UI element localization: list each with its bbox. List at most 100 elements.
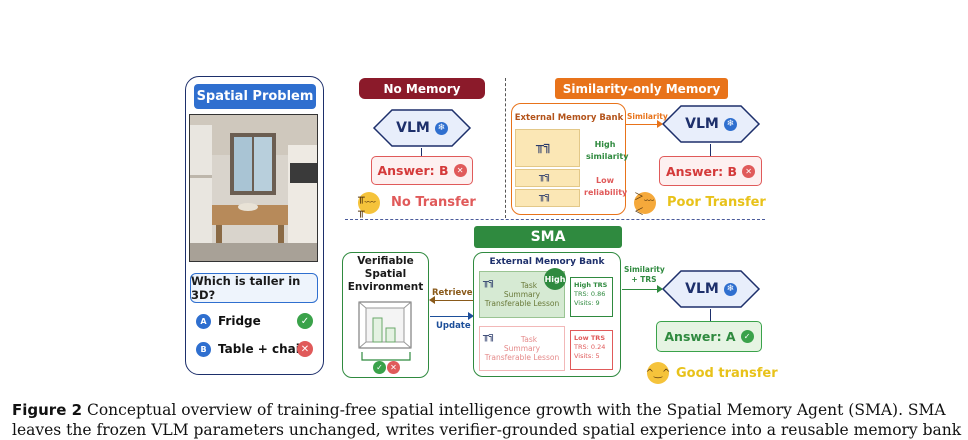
- low-trs-title: Low TRS: [574, 334, 605, 342]
- happy-face-icon: ^‿^: [646, 362, 670, 384]
- low-reliability-label: Low reliability: [584, 176, 628, 197]
- table-chair-icon: ╥╗: [536, 139, 552, 154]
- vlm-label-similarity: VLM ❄: [661, 104, 761, 144]
- caption-text-1: Conceptual overview of training-free spa…: [86, 401, 946, 419]
- vlm-hexagon-no-memory: [372, 109, 472, 147]
- snowflake-icon: ❄: [434, 121, 448, 135]
- divider-vertical: [505, 78, 506, 218]
- answer-text: Answer: A: [664, 329, 736, 344]
- answer-text: Answer: B: [665, 163, 738, 179]
- check-icon: ✓: [297, 313, 313, 329]
- question-text: Which is taller in 3D?: [191, 274, 301, 302]
- trs-label-line: + TRS: [631, 275, 657, 284]
- similarity-label-line: Similarity: [624, 265, 665, 274]
- table-chair-icon: ╥╗: [539, 171, 552, 182]
- card-summary: Summary: [503, 290, 541, 299]
- arrow-head: [429, 296, 435, 304]
- sma-bank-title: External Memory Bank: [489, 257, 605, 267]
- figure-label: Figure 2: [12, 401, 83, 419]
- caption-line-1: Figure 2 Conceptual overview of training…: [12, 400, 962, 420]
- arrow-head: [657, 120, 663, 128]
- caption-text-2: leaves the frozen VLM parameters unchang…: [12, 421, 962, 439]
- memory-card-low: [479, 326, 565, 371]
- low-trs-box: Low TRS TRS: 0.24 Visits: 5: [570, 330, 613, 370]
- snowflake-icon: ❄: [723, 282, 737, 296]
- card-summary: Summary: [503, 344, 541, 353]
- memory-entry-high: [515, 129, 580, 167]
- option-b-badge: B: [196, 342, 211, 357]
- similarity-memory-title: Similarity-only Memory: [555, 78, 728, 99]
- card-lesson: Transferable Lesson: [484, 299, 560, 308]
- option-a-row: A Fridge ✓: [194, 313, 318, 331]
- verify-loop-icon: [361, 352, 411, 361]
- vlm-label-sma: VLM ❄: [661, 269, 761, 309]
- update-label: Update: [436, 321, 471, 331]
- similarity-trs-label: Similarity + TRS: [624, 265, 665, 285]
- answer-text: Answer: B: [377, 163, 449, 178]
- option-b-text: Table + chair: [218, 342, 306, 356]
- card-lesson: Transferable Lesson: [484, 353, 560, 362]
- retrieve-label: Retrieve: [432, 288, 473, 298]
- kitchen-photo: [189, 114, 318, 262]
- arrow-similarity: [626, 124, 662, 125]
- crying-face-icon: ╥﹏╥: [358, 191, 380, 218]
- card-task: Task: [520, 281, 538, 290]
- similarity-arrow-label: Similarity: [627, 112, 668, 121]
- arrow-vlm-to-answer: [710, 309, 711, 321]
- high-trs-score: TRS: 0.86: [574, 290, 606, 298]
- answer-box-no-memory: Answer: B ✕: [371, 156, 473, 185]
- high-trs-title: High TRS: [574, 281, 608, 289]
- option-a-badge: A: [196, 314, 211, 329]
- answer-box-sma: Answer: A ✓: [656, 321, 762, 352]
- verifiable-environment-title: Verifiable Spatial Environment: [347, 255, 424, 293]
- high-similarity-label: High similarity: [586, 140, 629, 161]
- vlm-text: VLM: [396, 120, 430, 136]
- answer-box-similarity: Answer: B ✕: [659, 156, 762, 186]
- low-trs-visits: Visits: 5: [574, 352, 600, 360]
- arrow-vlm-to-answer: [710, 144, 711, 156]
- cross-icon: ✕: [742, 164, 756, 178]
- table-chair-icon: ╥╗: [483, 277, 496, 288]
- table-chair-icon: ╥╗: [483, 331, 496, 342]
- low-trs-score: TRS: 0.24: [574, 343, 606, 351]
- high-trs-box: High TRS TRS: 0.86 Visits: 9: [570, 277, 613, 317]
- update-arrow: [430, 316, 470, 317]
- high-badge: High: [544, 268, 566, 290]
- vlm-label-no-memory: VLM ❄: [372, 108, 472, 148]
- figure-caption: Figure 2 Conceptual overview of training…: [12, 400, 962, 440]
- memory-entry-low-1: [515, 169, 580, 187]
- high-trs-visits: Visits: 9: [574, 299, 600, 307]
- check-icon: ✓: [740, 330, 754, 343]
- arrow-head: [657, 285, 663, 293]
- room-box-icon: [358, 301, 412, 349]
- similarity-bank-title: External Memory Bank: [514, 113, 624, 123]
- vlm-hexagon-similarity: [661, 105, 761, 143]
- vlm-text: VLM: [685, 281, 719, 297]
- vlm-hexagon-sma: [661, 270, 761, 308]
- arrow-vlm-to-answer: [421, 148, 422, 156]
- memory-entry-low-2: [515, 189, 580, 207]
- kitchen-image: [190, 115, 317, 261]
- snowflake-icon: ❄: [723, 117, 737, 131]
- low-card-text: Task Summary Transferable Lesson: [479, 335, 565, 362]
- vlm-text: VLM: [685, 116, 719, 132]
- high-card-text: Task Summary Transferable Lesson: [479, 281, 565, 308]
- spatial-problem-title: Spatial Problem: [194, 84, 316, 109]
- arrow-similarity-trs: [622, 289, 662, 290]
- cross-icon: ✕: [387, 361, 400, 374]
- cross-icon: ✕: [297, 341, 313, 357]
- option-a-text: Fridge: [218, 314, 261, 328]
- good-transfer-label: Good transfer: [676, 366, 778, 381]
- sma-title: SMA: [474, 226, 622, 248]
- card-task: Task: [520, 335, 538, 344]
- check-icon: ✓: [373, 361, 386, 374]
- arrow-head: [468, 312, 474, 320]
- divider-horizontal: [345, 219, 765, 220]
- no-memory-title: No Memory: [359, 78, 485, 99]
- cross-icon: ✕: [453, 164, 467, 177]
- no-transfer-label: No Transfer: [391, 195, 476, 210]
- option-b-row: B Table + chair ✕: [194, 341, 318, 359]
- sad-face-icon: ＞﹏＜: [634, 192, 656, 218]
- table-chair-icon: ╥╗: [539, 191, 552, 202]
- question-box: Which is taller in 3D?: [190, 273, 318, 303]
